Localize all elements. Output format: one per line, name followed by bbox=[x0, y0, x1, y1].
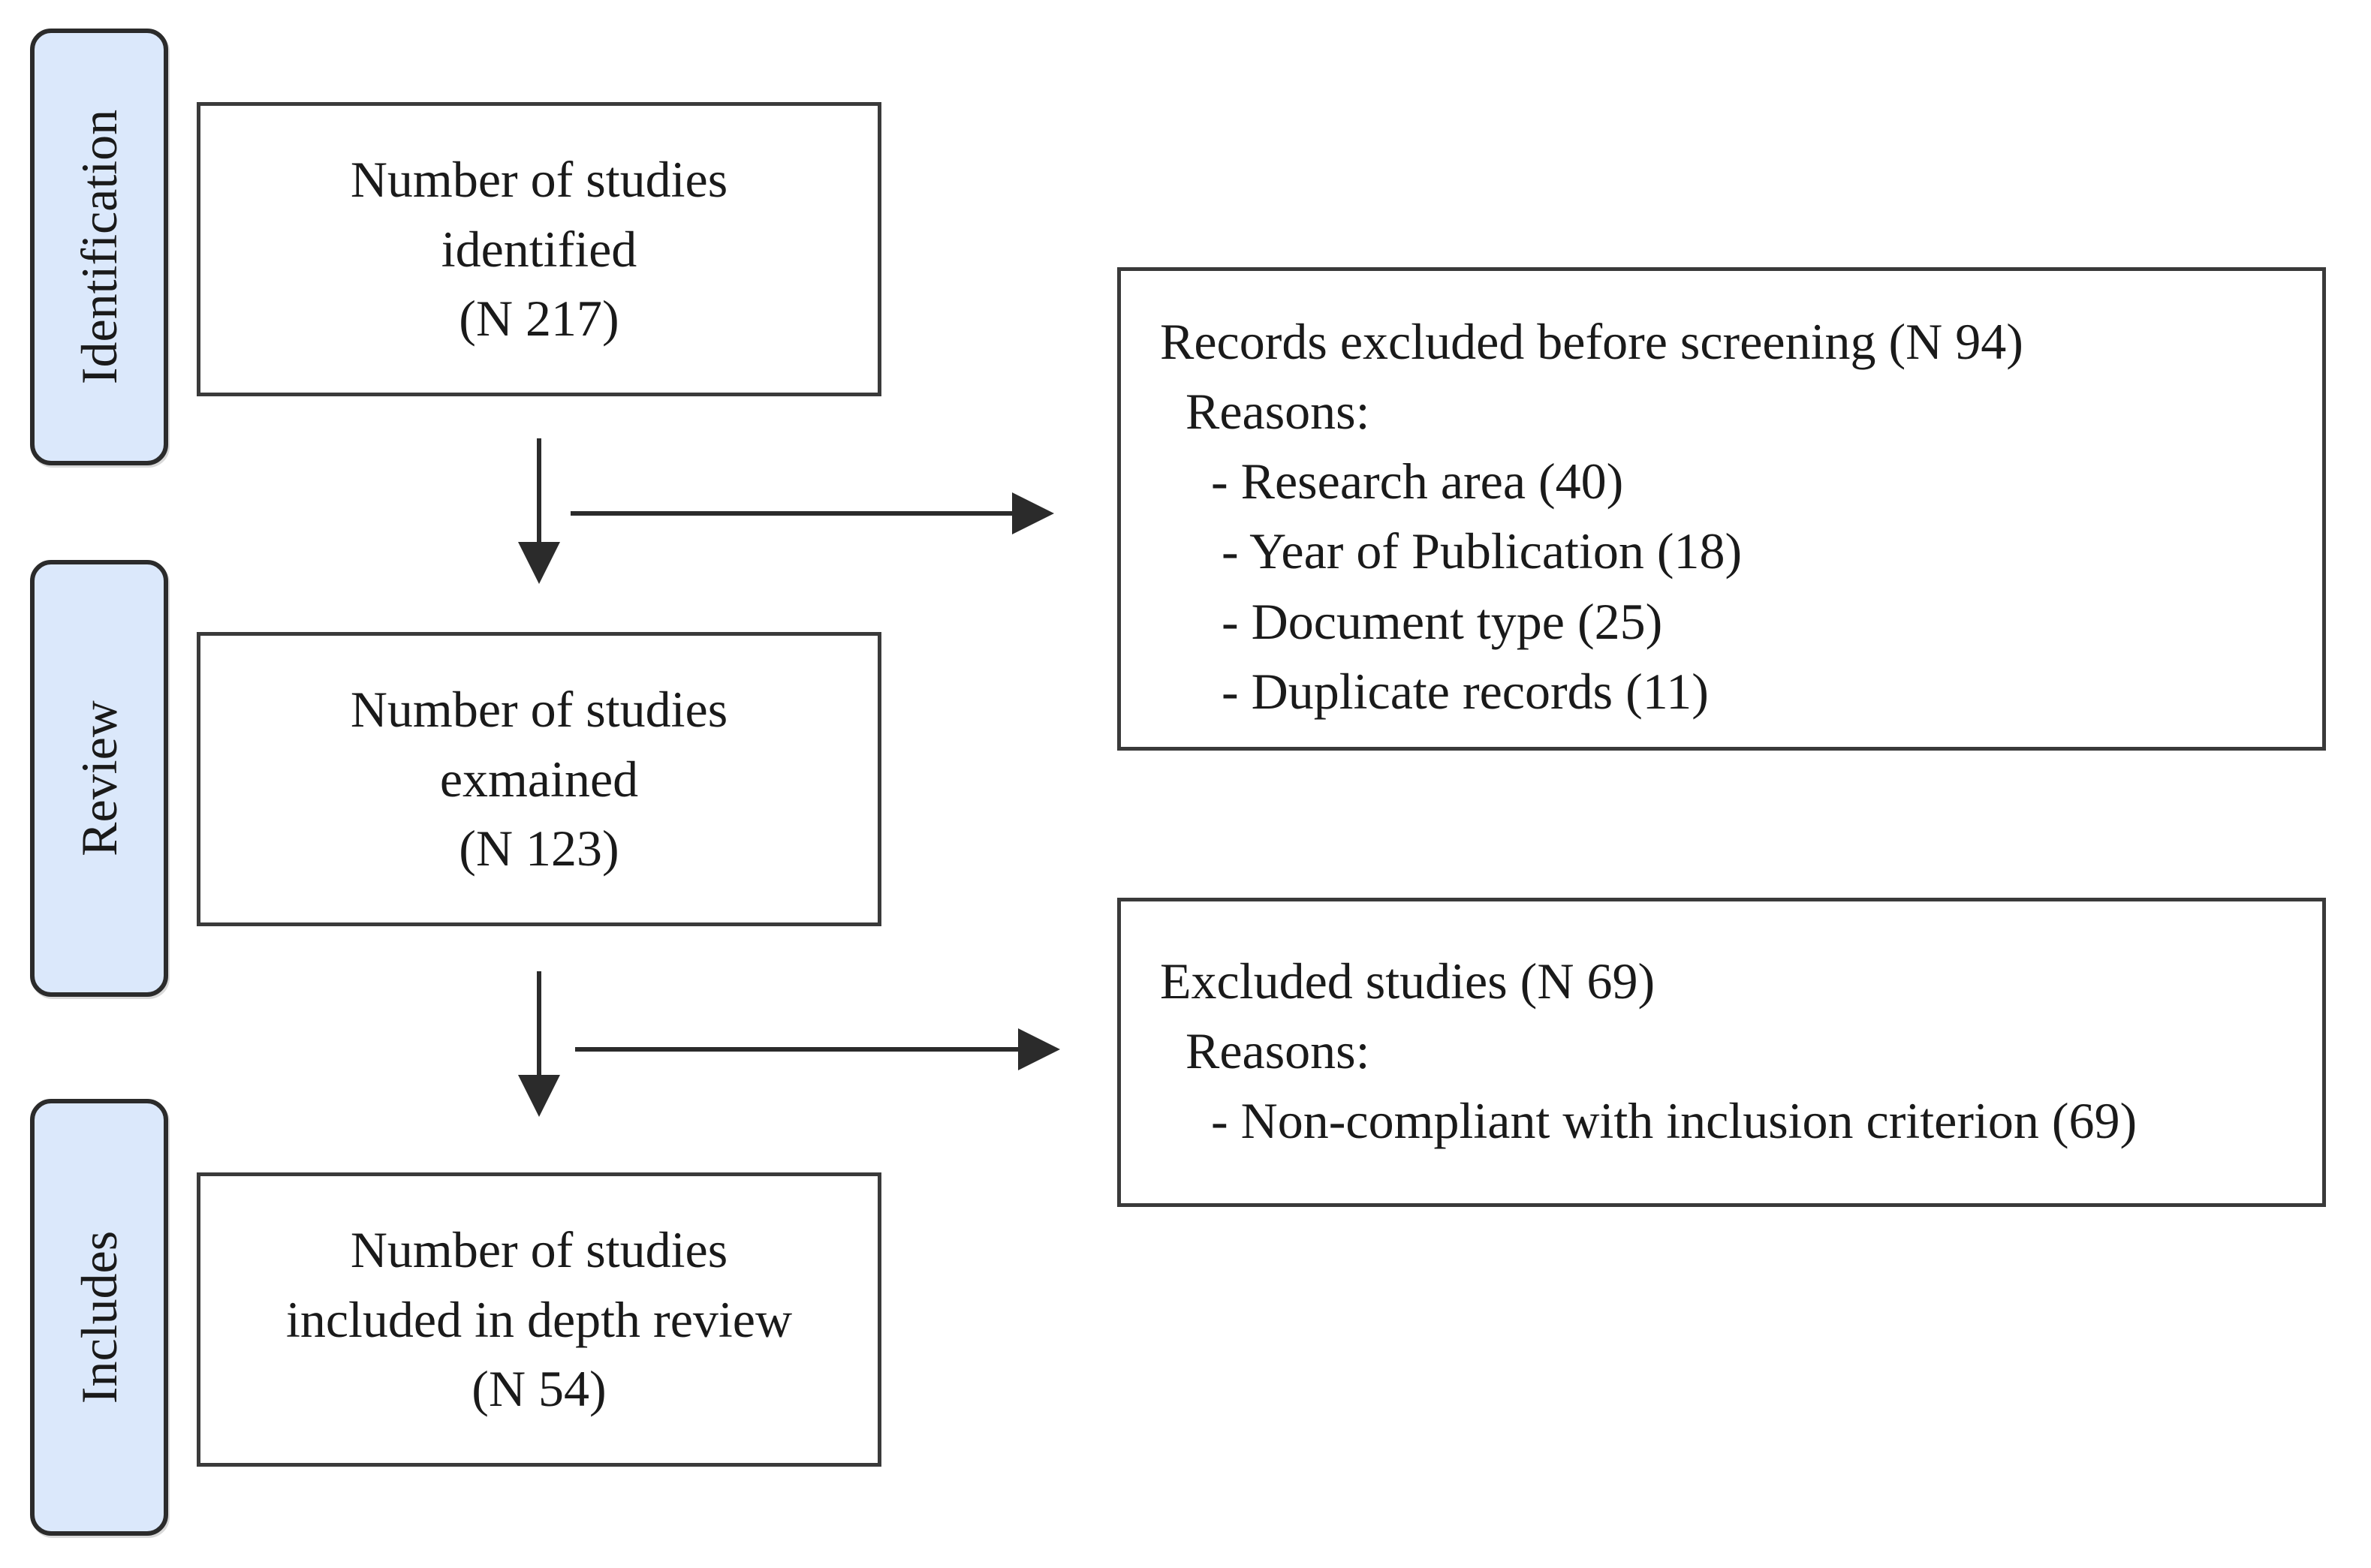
identified-count: (N 217) bbox=[459, 290, 619, 348]
included-line1: Number of studies bbox=[350, 1221, 728, 1279]
arrow-right-2-head bbox=[1018, 1028, 1060, 1070]
excluded-studies-reasons-label: Reasons: bbox=[1186, 1022, 1370, 1080]
arrow-right-1-head bbox=[1012, 492, 1054, 534]
box-studies-examined: Number of studies exmained (N 123) bbox=[197, 632, 881, 926]
excluded-studies-title: Excluded studies (N 69) bbox=[1160, 953, 1655, 1010]
stage-identification: Identification bbox=[30, 29, 168, 465]
identified-line1: Number of studies bbox=[350, 151, 728, 209]
arrow-down-2-head bbox=[518, 1075, 560, 1117]
identified-line2: identified bbox=[441, 220, 637, 278]
excluded-studies-reason-item: - Non-compliant with inclusion criterion… bbox=[1211, 1092, 2138, 1150]
stage-review: Review bbox=[30, 560, 168, 997]
excluded-reason-item: - Duplicate records (11) bbox=[1222, 662, 1709, 720]
box-studies-identified: Number of studies identified (N 217) bbox=[197, 102, 881, 396]
included-count: (N 54) bbox=[471, 1360, 607, 1418]
excluded-before-title: Records excluded before screening (N 94) bbox=[1160, 313, 2023, 370]
box-excluded-studies: Excluded studies (N 69) Reasons: - Non-c… bbox=[1117, 898, 2326, 1207]
excluded-reason-item: - Research area (40) bbox=[1211, 453, 1624, 510]
box-records-excluded-before-screening: Records excluded before screening (N 94)… bbox=[1117, 267, 2326, 751]
examined-count: (N 123) bbox=[459, 820, 619, 877]
box-studies-included: Number of studies included in depth revi… bbox=[197, 1172, 881, 1467]
examined-line1: Number of studies bbox=[350, 681, 728, 739]
examined-line2: exmained bbox=[439, 750, 639, 808]
excluded-reason-item: - Document type (25) bbox=[1222, 592, 1663, 650]
stage-includes: Includes bbox=[30, 1099, 168, 1536]
excluded-before-reasons-label: Reasons: bbox=[1186, 383, 1370, 441]
arrow-down-1-head bbox=[518, 542, 560, 584]
included-line2: included in depth review bbox=[285, 1290, 793, 1348]
excluded-reason-item: - Year of Publication (18) bbox=[1222, 522, 1743, 580]
